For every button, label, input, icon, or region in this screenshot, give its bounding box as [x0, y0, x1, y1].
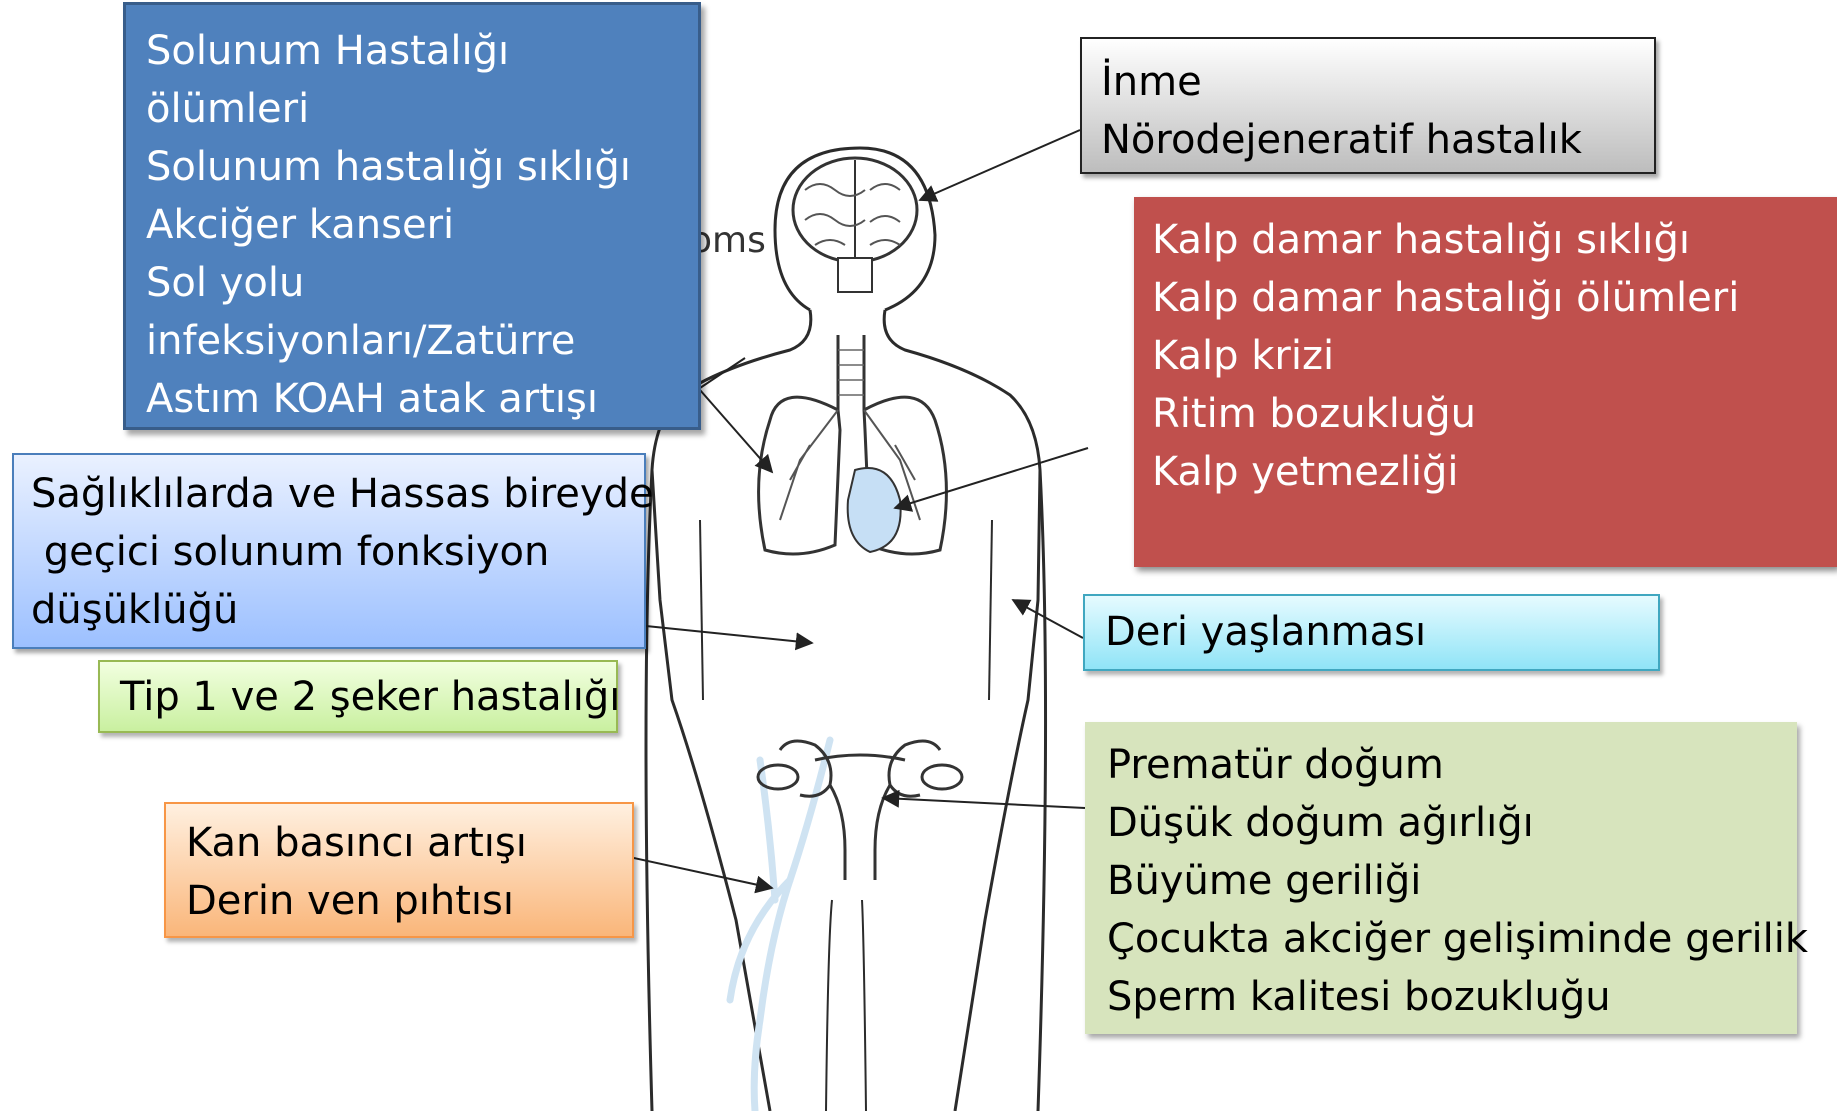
cardio-effects-box: Kalp damar hastalığı sıklığı Kalp damar …: [1134, 197, 1837, 567]
arrow-neuro: [920, 130, 1080, 200]
reproductive-line: Sperm kalitesi bozukluğu: [1107, 968, 1775, 1026]
blood-effects-box: Kan basıncı artışı Derin ven pıhtısı: [164, 802, 634, 938]
skin-line: Deri yaşlanması: [1105, 603, 1638, 661]
respiratory-line: Astım KOAH atak artışı: [146, 370, 678, 428]
arrow-respiratory: [700, 390, 772, 472]
arrow-reproductive: [883, 798, 1085, 808]
cardio-line: Ritim bozukluğu: [1152, 385, 1819, 443]
arrow-resp-trachea: [700, 358, 745, 388]
blood-line: Kan basıncı artışı: [186, 814, 612, 872]
skin-effects-box: Deri yaşlanması: [1083, 594, 1660, 671]
reproductive-effects-box: Prematür doğum Düşük doğum ağırlığı Büyü…: [1085, 722, 1797, 1034]
neuro-line: İnme: [1101, 53, 1635, 111]
figure-caption: oms: [690, 220, 766, 261]
reproductive-line: Çocukta akciğer gelişiminde gerilik: [1107, 910, 1775, 968]
lung-function-line: Sağlıklılarda ve Hassas bireyde: [31, 465, 627, 523]
respiratory-line: Solunum hastalığı sıklığı: [146, 138, 678, 196]
cardio-line: Kalp yetmezliği: [1152, 443, 1819, 501]
cardio-line: Kalp krizi: [1152, 327, 1819, 385]
respiratory-line: infeksiyonları/Zatürre: [146, 312, 678, 370]
arrow-blood: [634, 858, 772, 888]
neuro-line: Nörodejeneratif hastalık: [1101, 111, 1635, 169]
lung-function-box: Sağlıklılarda ve Hassas bireyde geçici s…: [12, 453, 646, 649]
uterus-illustration: [758, 741, 962, 880]
lung-function-line: düşüklüğü: [31, 581, 627, 639]
reproductive-line: Büyüme geriliği: [1107, 852, 1775, 910]
diabetes-line: Tip 1 ve 2 şeker hastalığı: [120, 668, 596, 726]
respiratory-effects-box: Solunum Hastalığı ölümleri Solunum hasta…: [123, 2, 701, 430]
respiratory-line: Sol yolu: [146, 254, 678, 312]
arrow-lung-function: [646, 626, 812, 643]
lung-function-line: geçici solunum fonksiyon: [31, 523, 627, 581]
blood-line: Derin ven pıhtısı: [186, 872, 612, 930]
cardio-line: Kalp damar hastalığı ölümleri: [1152, 269, 1819, 327]
brain-illustration: [793, 158, 917, 292]
arrow-skin: [1013, 600, 1083, 638]
reproductive-line: Prematür doğum: [1107, 736, 1775, 794]
reproductive-line: Düşük doğum ağırlığı: [1107, 794, 1775, 852]
respiratory-line: Solunum Hastalığı ölümleri: [146, 22, 678, 138]
respiratory-line: Akciğer kanseri: [146, 196, 678, 254]
neuro-effects-box: İnme Nörodejeneratif hastalık: [1080, 37, 1656, 174]
diabetes-box: Tip 1 ve 2 şeker hastalığı: [98, 660, 618, 733]
cardio-line: Kalp damar hastalığı sıklığı: [1152, 211, 1819, 269]
lungs-illustration: [759, 335, 947, 554]
